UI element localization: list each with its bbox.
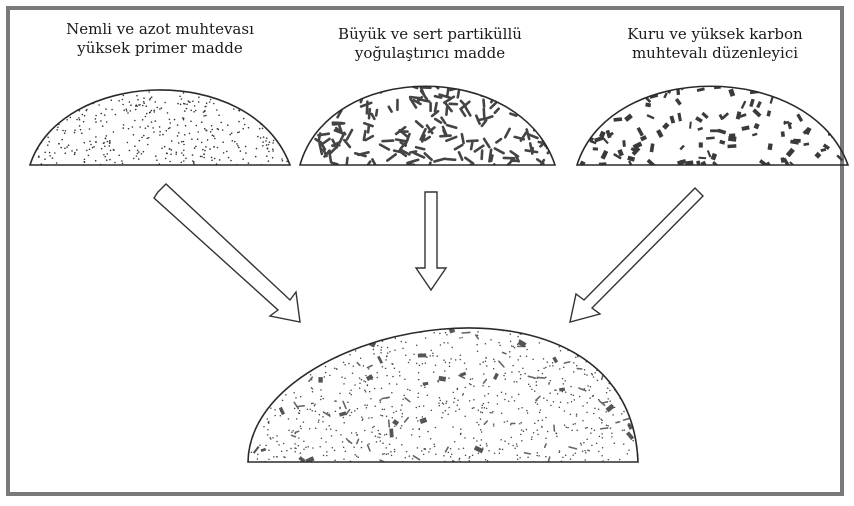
heap-bulking-agent (293, 60, 563, 172)
arrow-right-to-mix (570, 188, 703, 322)
heap-nitrogen-primary (30, 59, 291, 165)
arrow-middle-to-mix (416, 192, 446, 290)
arrow-left-to-mix (154, 184, 300, 322)
heap-carbon-amendment (576, 57, 854, 173)
